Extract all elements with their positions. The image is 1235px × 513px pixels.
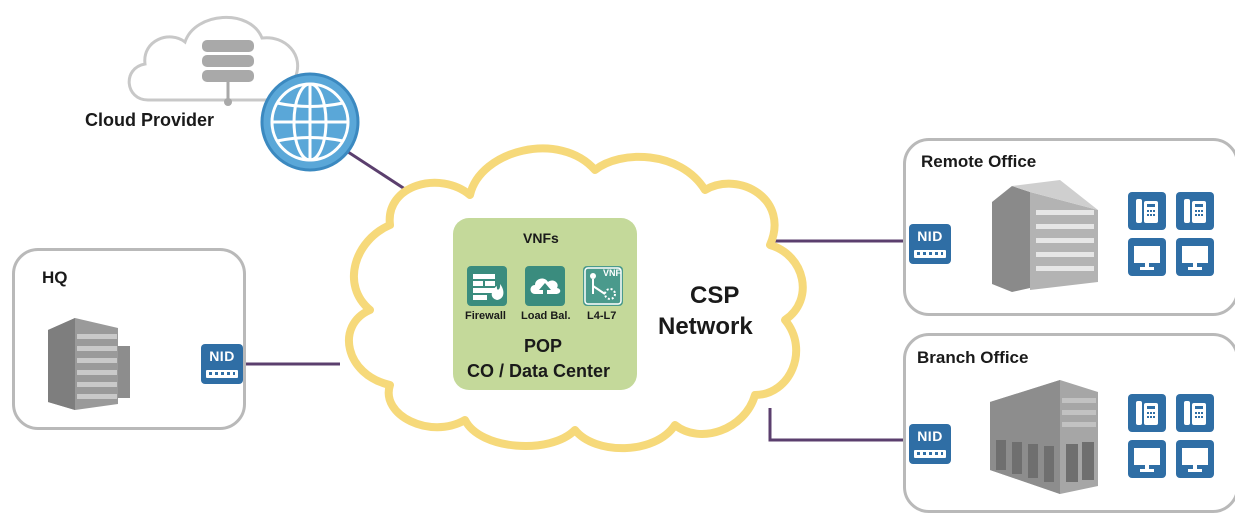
hq-nid-label: NID xyxy=(209,348,235,364)
vnf-badge: VNF xyxy=(603,268,621,278)
branch-office-nid: NID xyxy=(909,424,951,464)
load-balancer-label: Load Bal. xyxy=(521,310,571,322)
network-label: Network xyxy=(658,313,753,340)
monitor-icon xyxy=(1176,238,1214,276)
branch-nid-label: NID xyxy=(917,428,943,444)
globe-icon xyxy=(260,72,360,172)
link-branch-office xyxy=(768,408,908,442)
remote-nid-label: NID xyxy=(917,228,943,244)
monitor-icon xyxy=(1176,440,1214,478)
remote-office-label: Remote Office xyxy=(921,152,1037,171)
phone-icon xyxy=(1176,192,1214,230)
firewall-label: Firewall xyxy=(465,310,506,322)
vnf-icon xyxy=(583,266,623,306)
monitor-icon xyxy=(1128,440,1166,478)
phone-icon xyxy=(1176,394,1214,432)
phone-icon xyxy=(1128,192,1166,230)
remote-office-nid: NID xyxy=(909,224,951,264)
cloud-provider-label: Cloud Provider xyxy=(85,110,215,130)
pop-title: POP xyxy=(524,336,563,356)
monitor-icon xyxy=(1128,238,1166,276)
branch-office-label: Branch Office xyxy=(917,348,1029,367)
load-balancer-icon xyxy=(525,266,565,306)
port-icon xyxy=(914,450,946,458)
l4-l7-label: L4-L7 xyxy=(587,310,617,322)
hq-label: HQ xyxy=(42,268,68,287)
pop-box: VNFs Firewall Load Bal. xyxy=(453,218,637,390)
csp-label: CSP xyxy=(690,282,740,309)
phone-icon xyxy=(1128,394,1166,432)
hq-nid: NID xyxy=(201,344,243,384)
server-icon xyxy=(202,40,254,106)
pop-subtitle: CO / Data Center xyxy=(467,361,611,381)
port-icon xyxy=(206,370,238,378)
vnfs-header: VNFs xyxy=(523,230,559,246)
port-icon xyxy=(914,250,946,258)
firewall-icon xyxy=(467,266,507,306)
